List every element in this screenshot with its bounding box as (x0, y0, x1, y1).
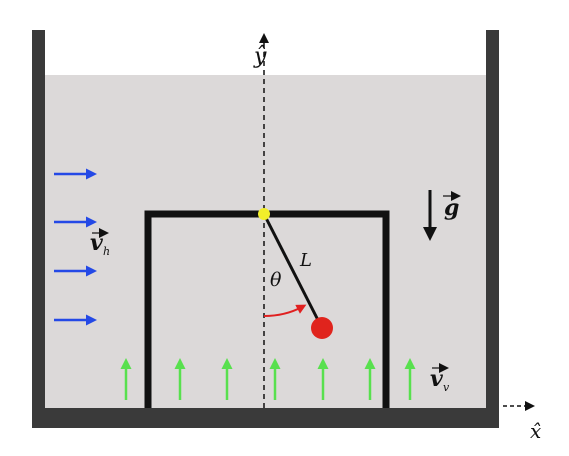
pivot (258, 208, 270, 220)
angle-arrow (263, 304, 307, 317)
length-label: L (299, 250, 312, 271)
horizontal-velocity-subscript: h (103, 245, 110, 258)
vertical-velocity-label: v v (430, 363, 450, 394)
pendulum-rod (262, 213, 323, 327)
angle-label: θ (270, 269, 282, 291)
x-axis-label: x̂ (530, 419, 541, 443)
pendulum-bob (311, 317, 333, 339)
vertical-velocity-symbol: v (430, 366, 443, 392)
horizontal-velocity-symbol: v (90, 230, 103, 256)
fluid-region (44, 75, 486, 409)
gravity-indicator: g (423, 190, 461, 241)
right-wall (486, 30, 499, 428)
y-axis-label: ŷ (253, 44, 267, 69)
vertical-flow-arrows (120, 358, 416, 400)
horizontal-flow-arrows (54, 168, 97, 326)
left-wall (32, 30, 45, 428)
horizontal-velocity-label: v h (90, 228, 110, 258)
vertical-velocity-subscript: v (443, 381, 450, 394)
floor (32, 408, 499, 428)
gravity-label: g (444, 195, 459, 221)
